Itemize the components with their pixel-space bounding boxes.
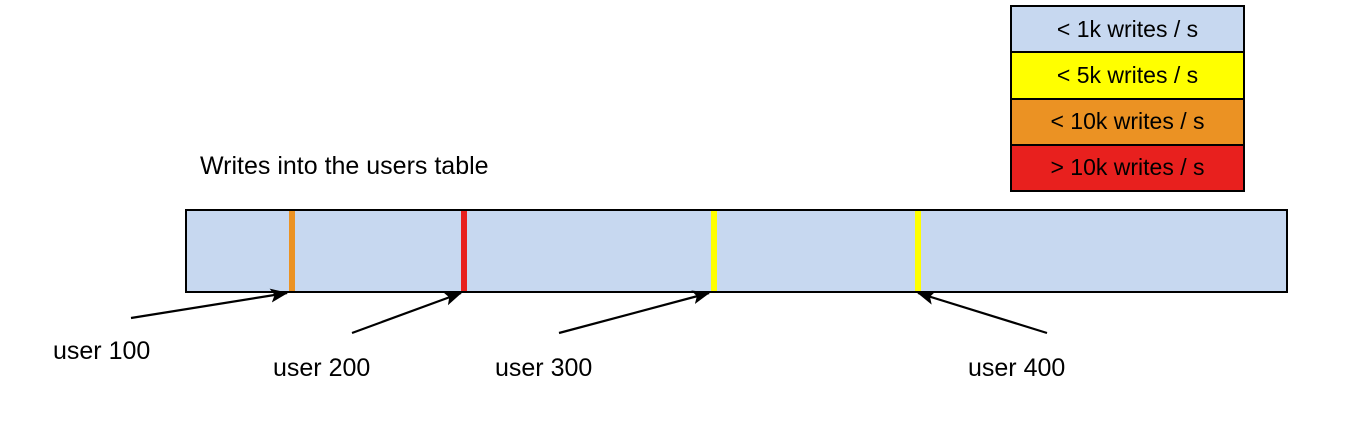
arrow-user-400 — [916, 291, 1048, 335]
legend-label-lt-1k: < 1k writes / s — [1056, 15, 1199, 42]
hot-row-stripe-user-200 — [461, 211, 467, 291]
arrow-user-100 — [130, 288, 289, 320]
users-table-bar — [185, 209, 1288, 293]
legend-label-lt-10k: < 10k writes / s — [1050, 108, 1205, 135]
arrow-user-300 — [558, 290, 711, 335]
hot-row-stripe-user-100 — [289, 211, 295, 291]
callout-label-user-300: user 300 — [495, 354, 593, 382]
legend-row-lt-5k: < 5k writes / s — [1012, 53, 1243, 100]
callout-label-user-400: user 400 — [968, 354, 1066, 382]
callout-label-user-100: user 100 — [53, 337, 151, 365]
chart-title: Writes into the users table — [200, 152, 489, 180]
legend-row-lt-10k: < 10k writes / s — [1012, 99, 1243, 146]
hot-row-stripe-user-400 — [915, 211, 921, 291]
legend-label-lt-5k: < 5k writes / s — [1056, 61, 1199, 88]
legend-row-gt-10k: > 10k writes / s — [1012, 145, 1243, 190]
hot-row-stripe-user-300 — [711, 211, 717, 291]
legend-label-gt-10k: > 10k writes / s — [1050, 154, 1205, 181]
legend: < 1k writes / s < 5k writes / s < 10k wr… — [1010, 5, 1245, 192]
callout-label-user-200: user 200 — [273, 354, 371, 382]
legend-row-lt-1k: < 1k writes / s — [1012, 7, 1243, 54]
arrow-user-200 — [351, 291, 463, 335]
